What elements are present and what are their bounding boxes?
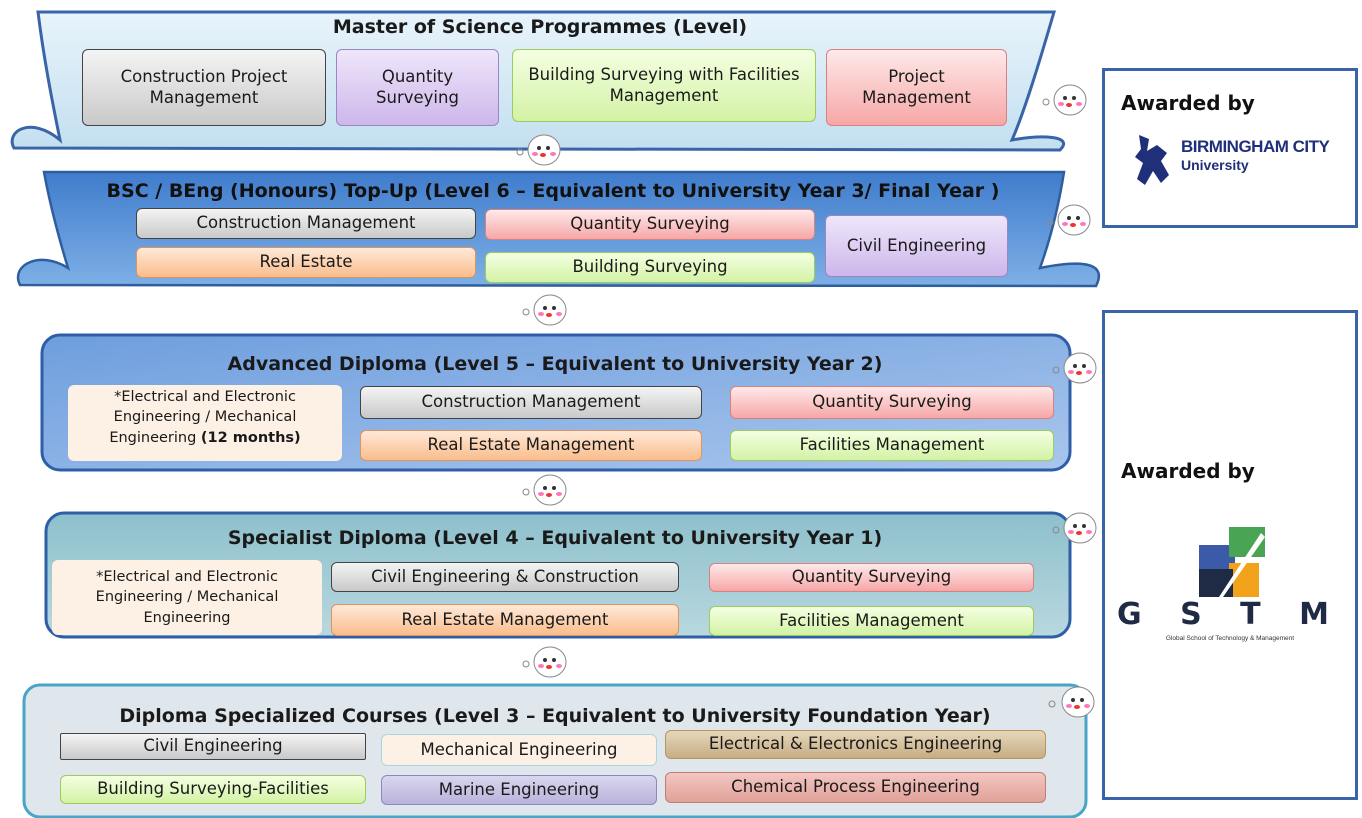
- gstm-logo-icon: [1199, 527, 1265, 597]
- specialist-note-electrical-mechanical: *Electrical and Electronic Engineering /…: [52, 560, 322, 635]
- gstm-logo-sub: Global School of Technology & Management: [1165, 635, 1295, 642]
- advanced-note-text: *Electrical and Electronic Engineering /…: [109, 389, 297, 446]
- mascot-icon: [1052, 512, 1097, 544]
- award-label-bcu: Awarded by: [1121, 91, 1255, 115]
- mascot-icon: [516, 134, 561, 166]
- advanced-title: Advanced Diploma (Level 5 – Equivalent t…: [227, 353, 883, 375]
- msc-program-project-management: Project Management: [826, 49, 1007, 126]
- topup-program-construction-management: Construction Management: [136, 208, 476, 239]
- bcu-logo-sub: University: [1181, 157, 1249, 173]
- mascot-icon: [1046, 204, 1091, 236]
- mascot-icon: [522, 474, 567, 506]
- advanced-note-duration: (12 months): [200, 429, 301, 446]
- msc-program-building-surveying-fm: Building Surveying with Facilities Manag…: [512, 49, 816, 122]
- advanced-program-quantity-surveying: Quantity Surveying: [730, 386, 1054, 419]
- specialist-program-real-estate-management: Real Estate Management: [331, 604, 679, 636]
- award-label-gstm: Awarded by: [1121, 459, 1255, 483]
- topup-program-civil-engineering: Civil Engineering: [825, 215, 1008, 277]
- gstm-logo-letters: G S T M: [1117, 597, 1343, 632]
- specialist-program-facilities-management: Facilities Management: [709, 606, 1034, 636]
- specialist-program-quantity-surveying: Quantity Surveying: [709, 563, 1034, 592]
- diploma-program-chemical-process: Chemical Process Engineering: [665, 772, 1046, 803]
- mascot-icon: [522, 646, 567, 678]
- topup-program-real-estate: Real Estate: [136, 247, 476, 278]
- topup-program-building-surveying: Building Surveying: [485, 252, 815, 283]
- mascot-icon: [1052, 352, 1097, 384]
- award-box-bcu: Awarded by BIRMINGHAM CITY University: [1102, 68, 1358, 228]
- msc-program-construction-project-management: Construction Project Management: [82, 49, 326, 126]
- bcu-logo-icon: [1135, 135, 1169, 185]
- topup-title: BSC / BEng (Honours) Top-Up (Level 6 – E…: [106, 180, 1000, 202]
- diploma-program-mechanical-engineering: Mechanical Engineering: [381, 734, 657, 766]
- msc-title: Master of Science Programmes (Level): [332, 16, 748, 38]
- mascot-icon: [1048, 686, 1095, 718]
- advanced-program-facilities-management: Facilities Management: [730, 430, 1054, 461]
- diploma-program-building-surveying-facilities: Building Surveying-Facilities: [60, 775, 366, 804]
- diploma-title: Diploma Specialized Courses (Level 3 – E…: [119, 705, 991, 727]
- topup-program-quantity-surveying: Quantity Surveying: [485, 209, 815, 240]
- advanced-program-real-estate-management: Real Estate Management: [360, 430, 702, 461]
- advanced-note-electrical-mechanical: *Electrical and Electronic Engineering /…: [68, 385, 342, 461]
- msc-program-quantity-surveying: Quantity Surveying: [336, 49, 499, 126]
- diploma-program-electrical-electronics: Electrical & Electronics Engineering: [665, 730, 1046, 759]
- advanced-program-construction-management: Construction Management: [360, 386, 702, 419]
- diploma-program-civil-engineering: Civil Engineering: [60, 733, 366, 760]
- diploma-program-marine-engineering: Marine Engineering: [381, 775, 657, 805]
- specialist-title: Specialist Diploma (Level 4 – Equivalent…: [227, 527, 883, 549]
- mascot-icon: [1042, 84, 1087, 116]
- award-box-gstm: Awarded by G S T M Global School of Tech…: [1102, 310, 1358, 800]
- mascot-icon: [522, 294, 567, 326]
- bcu-logo-name: BIRMINGHAM CITY: [1181, 137, 1330, 156]
- specialist-program-civil-engineering-construction: Civil Engineering & Construction: [331, 562, 679, 592]
